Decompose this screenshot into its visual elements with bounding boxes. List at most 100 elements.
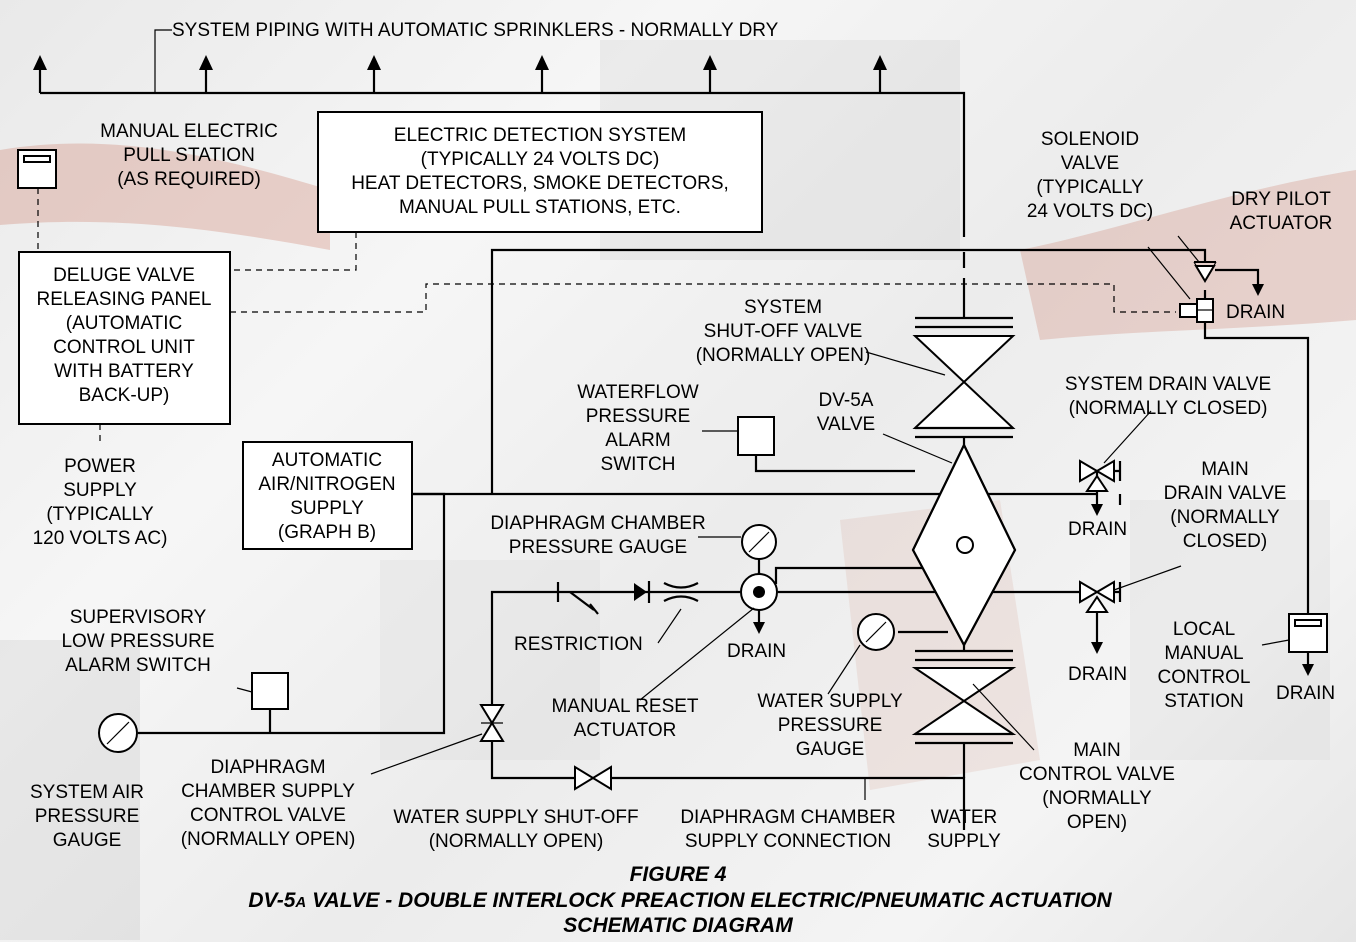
label-line: (AUTOMATIC	[66, 313, 182, 334]
label-line: ACTUATOR	[1230, 213, 1333, 234]
label-line: 24 VOLTS DC)	[1027, 201, 1153, 222]
label-line: CLOSED)	[1183, 531, 1267, 552]
label-line: VALVE	[1061, 153, 1119, 174]
system-air-gauge-label: SYSTEM AIR PRESSURE GAUGE	[30, 782, 144, 851]
figure-caption: FIGURE 4 DV-5A VALVE - DOUBLE INTERLOCK …	[248, 863, 1112, 937]
label-line: MAIN	[1201, 459, 1249, 480]
label-line: (NORMALLY OPEN)	[696, 345, 871, 366]
label-line: RELEASING PANEL	[37, 289, 212, 310]
label-line: MANUAL ELECTRIC	[100, 121, 278, 142]
label-line: (NORMALLY CLOSED)	[1069, 398, 1268, 419]
label-line: MANUAL PULL STATIONS, ETC.	[399, 197, 681, 218]
label-line: AIR/NITROGEN	[258, 474, 395, 495]
shutoff-label: SYSTEM SHUT-OFF VALVE (NORMALLY OPEN)	[696, 297, 871, 366]
label-line: STATION	[1164, 691, 1244, 712]
pull-station-icon	[17, 149, 57, 189]
manual-reset-actuator-icon	[740, 573, 778, 634]
drain-label: DRAIN	[1068, 519, 1127, 540]
label-line: (AS REQUIRED)	[117, 169, 261, 190]
electric-detection-box	[317, 111, 763, 233]
system-air-gauge-icon	[98, 713, 138, 753]
strainer-icon	[556, 582, 599, 615]
caption-line2: SCHEMATIC DIAGRAM	[563, 914, 793, 937]
label-line: WATER SUPPLY	[757, 691, 903, 712]
label-line: SUPERVISORY	[70, 607, 207, 628]
label-line: 120 VOLTS AC)	[33, 528, 168, 549]
label-line: WATERFLOW	[577, 382, 698, 403]
main-control-valve-icon	[911, 645, 1017, 745]
manual-reset-label: MANUAL RESET ACTUATOR	[551, 696, 698, 741]
diaphragm-connection-label: DIAPHRAGM CHAMBER SUPPLY CONNECTION	[680, 807, 895, 852]
main-drain-label: MAIN DRAIN VALVE (NORMALLY CLOSED)	[1164, 459, 1287, 552]
label-line: BACK-UP)	[79, 385, 170, 406]
diaphragm-supply-valve-icon	[479, 704, 505, 742]
dry-pilot-label: DRY PILOT ACTUATOR	[1230, 189, 1333, 234]
label-line: (NORMALLY OPEN)	[429, 831, 604, 852]
label-line: SYSTEM DRAIN VALVE	[1065, 374, 1271, 395]
label-line: DRY PILOT	[1231, 189, 1331, 210]
label-line: SUPPLY	[290, 498, 364, 519]
pilot-line	[490, 248, 1310, 614]
system-shutoff-valve-icon	[912, 316, 1016, 439]
label-line: CONTROL	[1158, 667, 1251, 688]
solenoid-label: SOLENOID VALVE (TYPICALLY 24 VOLTS DC)	[1027, 129, 1153, 222]
label-line: SYSTEM	[744, 297, 822, 318]
label-line: POWER	[64, 456, 136, 477]
water-supply-label: WATER SUPPLY	[927, 807, 1001, 852]
waterflow-label: WATERFLOW PRESSURE ALARM SWITCH	[577, 382, 698, 475]
system-piping-label: SYSTEM PIPING WITH AUTOMATIC SPRINKLERS …	[172, 20, 779, 41]
label-line: DIAPHRAGM CHAMBER	[680, 807, 895, 828]
local-manual-label: LOCAL MANUAL CONTROL STATION	[1158, 619, 1251, 712]
waterflow-switch-icon	[737, 416, 775, 456]
label-line: MAIN	[1073, 740, 1121, 761]
water-shutoff-label: WATER SUPPLY SHUT-OFF (NORMALLY OPEN)	[393, 807, 638, 852]
caption-prefix: DV-5	[248, 889, 295, 912]
label-line: ALARM	[605, 430, 670, 451]
label-line: SUPPLY	[927, 831, 1001, 852]
caption-figure: FIGURE 4	[630, 863, 727, 886]
label-line: (TYPICALLY	[46, 504, 154, 525]
label-line: VALVE	[817, 414, 875, 435]
label-line: SUPPLY	[63, 480, 137, 501]
detection-label: ELECTRIC DETECTION SYSTEM (TYPICALLY 24 …	[351, 125, 729, 218]
system-drain-label: SYSTEM DRAIN VALVE (NORMALLY CLOSED)	[1065, 374, 1271, 419]
label-line: SWITCH	[601, 454, 676, 475]
releasing-panel-box	[18, 251, 231, 425]
label-line: (NORMALLY	[1170, 507, 1280, 528]
label-line: (TYPICALLY	[1036, 177, 1144, 198]
caption-rest: VALVE - DOUBLE INTERLOCK PREACTION ELECT…	[306, 889, 1112, 912]
label-line: SOLENOID	[1041, 129, 1139, 150]
restriction-icon	[663, 582, 699, 602]
label-line: ALARM SWITCH	[65, 655, 211, 676]
label-line: (GRAPH B)	[278, 522, 376, 543]
main-control-label: MAIN CONTROL VALVE (NORMALLY OPEN)	[1019, 740, 1175, 833]
label-line: (TYPICALLY 24 VOLTS DC)	[421, 149, 660, 170]
check-valve-icon	[634, 581, 651, 603]
label-line: CONTROL VALVE	[190, 805, 346, 826]
dry-pilot-drain-icon	[1252, 284, 1264, 296]
air-supply-label: AUTOMATIC AIR/NITROGEN SUPPLY (GRAPH B)	[258, 450, 395, 543]
label-line: PULL STATION	[123, 145, 255, 166]
caption-sub: A	[294, 894, 306, 911]
label-line: MANUAL RESET	[551, 696, 698, 717]
label-line: ACTUATOR	[574, 720, 677, 741]
label-line: LOW PRESSURE	[61, 631, 214, 652]
label-line: SYSTEM AIR	[30, 782, 144, 803]
label-line: GAUGE	[796, 739, 865, 760]
air-supply-box	[242, 441, 413, 550]
label-line: WITH BATTERY	[54, 361, 194, 382]
label-line: PRESSURE	[35, 806, 140, 827]
label-line: DIAPHRAGM CHAMBER	[490, 513, 705, 534]
drain-label: DRAIN	[1276, 683, 1335, 704]
system-piping	[33, 29, 966, 318]
pull-station-label: MANUAL ELECTRIC PULL STATION (AS REQUIRE…	[100, 121, 278, 190]
drain-label: DRAIN	[1226, 302, 1285, 323]
label-line: (NORMALLY OPEN)	[181, 829, 356, 850]
drain-label: DRAIN	[1068, 664, 1127, 685]
label-line: SHUT-OFF VALVE	[704, 321, 863, 342]
main-drain-valve-icon	[1079, 580, 1122, 654]
label-line: PRESSURE	[586, 406, 691, 427]
label-line: DV-5A	[819, 390, 874, 411]
